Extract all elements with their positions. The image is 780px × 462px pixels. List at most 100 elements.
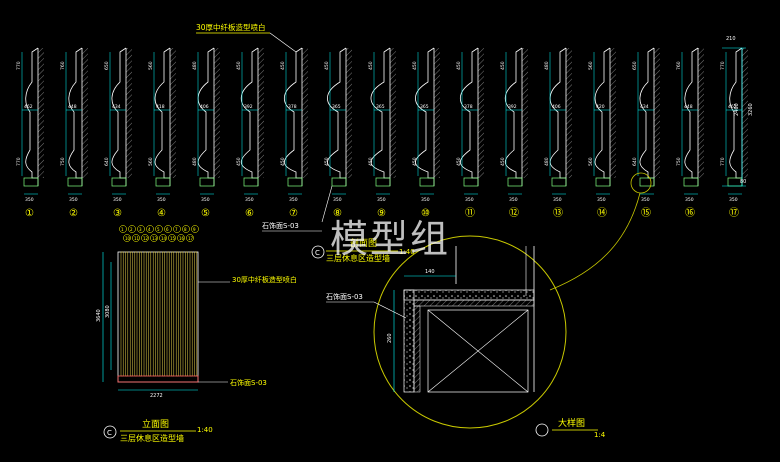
profile-bottom-dim: 350 — [685, 197, 694, 203]
profile-mid-dim: 418 — [156, 104, 165, 110]
detail-side-board — [403, 289, 415, 393]
profile-top-dim: 480 — [544, 61, 550, 70]
detail-boundary-circle — [373, 235, 567, 429]
detail-dim-top: 140 — [425, 269, 435, 275]
elevation-number-circle — [177, 234, 185, 242]
profile-low-dim: 750 — [676, 157, 682, 166]
elevation-number-circle — [141, 234, 149, 242]
elevation-slat — [129, 251, 133, 377]
detail-scale: 1:4 — [594, 431, 606, 439]
profile-bottom-dim: 350 — [289, 197, 298, 203]
elevation-number: 10 — [125, 236, 131, 241]
elevation-number-circle — [155, 225, 163, 233]
elevation-slat — [166, 251, 170, 377]
profile-low-dim: 450 — [456, 157, 462, 166]
elevation-number: 8 — [184, 227, 187, 232]
watermark-logo: 模型组 — [330, 217, 451, 261]
elevation-slat — [125, 251, 129, 377]
elevation-number-circle — [123, 234, 131, 242]
profile-mid-dim: 406 — [200, 104, 209, 110]
profile-bottom-dim: 350 — [641, 197, 650, 203]
elevation-slat — [152, 251, 156, 377]
profile-low-dim: 450 — [368, 157, 374, 166]
profile-top-dim: 450 — [324, 61, 330, 70]
profile-top-dim: 760 — [676, 61, 682, 70]
profile-low-dim: 450 — [500, 157, 506, 166]
profile-top-dim: 770 — [720, 61, 726, 70]
detail-callout-circle — [535, 423, 549, 437]
profile-low-dim: 640 — [632, 157, 638, 166]
profile-low-dim: 770 — [720, 157, 726, 166]
section-subtitle: 三层休息区造型墙 — [326, 253, 390, 263]
detail-dim-side: 260 — [387, 333, 393, 343]
profile-mid-dim: 406 — [552, 104, 561, 110]
elevation-height-inner: 3080 — [105, 305, 111, 318]
right-dim-top: 210 — [726, 36, 736, 42]
elevation-slats — [120, 251, 198, 377]
profile-16: 760 448 750 350 ⑯ — [676, 47, 704, 219]
elevation-number-circle — [128, 225, 136, 233]
elevation-slat — [157, 251, 161, 377]
profile-mid-dim: 392 — [508, 104, 517, 110]
profile-label: ⑮ — [641, 207, 651, 219]
profile-top-dim: 450 — [412, 61, 418, 70]
elevation-width-dim: 2272 — [150, 393, 163, 399]
elevation-slat — [139, 251, 142, 377]
profile-label: ⑬ — [553, 207, 563, 219]
elevation-callout-letter: C — [107, 429, 112, 437]
profile-bottom-dim: 350 — [377, 197, 386, 203]
elevation-scale: 1:40 — [197, 426, 213, 434]
elevation-number: 2 — [130, 227, 133, 232]
detail-stone-note: 石饰面S-03 — [326, 292, 363, 301]
profile-low-dim: 480 — [544, 157, 550, 166]
elevation-slat — [120, 251, 124, 377]
right-dim-mid: 2460 — [734, 103, 740, 116]
elevation-number-circle — [119, 225, 127, 233]
profile-low-dim: 450 — [280, 157, 286, 166]
profile-label: ⑫ — [509, 207, 519, 219]
profile-label: ① — [25, 208, 34, 219]
detail-title: 大样图 — [558, 417, 585, 429]
elevation-slat — [143, 251, 147, 377]
elevation-slat — [148, 251, 152, 377]
profile-top-dim: 770 — [16, 61, 22, 70]
profile-bottom-dim: 350 — [597, 197, 606, 203]
profile-mid-dim: 448 — [68, 104, 77, 110]
elevation-slat — [175, 251, 179, 377]
elevation-number-circle — [146, 225, 154, 233]
profile-mid-dim: 448 — [684, 104, 693, 110]
elevation-number: 4 — [148, 227, 151, 232]
profile-label: ⑪ — [465, 207, 475, 219]
profile-label: ⑧ — [333, 208, 342, 219]
profile-label: ⑭ — [597, 207, 607, 219]
profile-13: 480 406 480 350 ⑬ — [544, 47, 572, 219]
profile-bottom-dim: 350 — [113, 197, 122, 203]
profile-top-dim: 450 — [456, 61, 462, 70]
profile-label: ⑯ — [685, 207, 695, 219]
elevation-number-circle — [182, 225, 190, 233]
profile-bottom-dim: 350 — [553, 197, 562, 203]
profile-low-dim: 770 — [16, 157, 22, 166]
profile-label: ⑨ — [377, 208, 386, 219]
elevation-number: 6 — [166, 227, 169, 232]
profile-bottom-dim: 350 — [421, 197, 430, 203]
profile-mid-dim: 434 — [112, 104, 121, 110]
elevation-slat — [162, 251, 165, 377]
elevation-number-circle — [150, 234, 158, 242]
elevation-slat — [194, 251, 198, 377]
profile-bottom-dim: 350 — [157, 197, 166, 203]
elevation-number-circle — [168, 234, 176, 242]
profile-bottom-dim: 350 — [245, 197, 254, 203]
profile-bottom-dim: 350 — [201, 197, 210, 203]
elevation-number: 3 — [139, 227, 142, 232]
profile-label: ⑰ — [729, 207, 739, 219]
right-dim-bottom: 80 — [740, 179, 746, 185]
section-callout-circle — [311, 245, 325, 259]
